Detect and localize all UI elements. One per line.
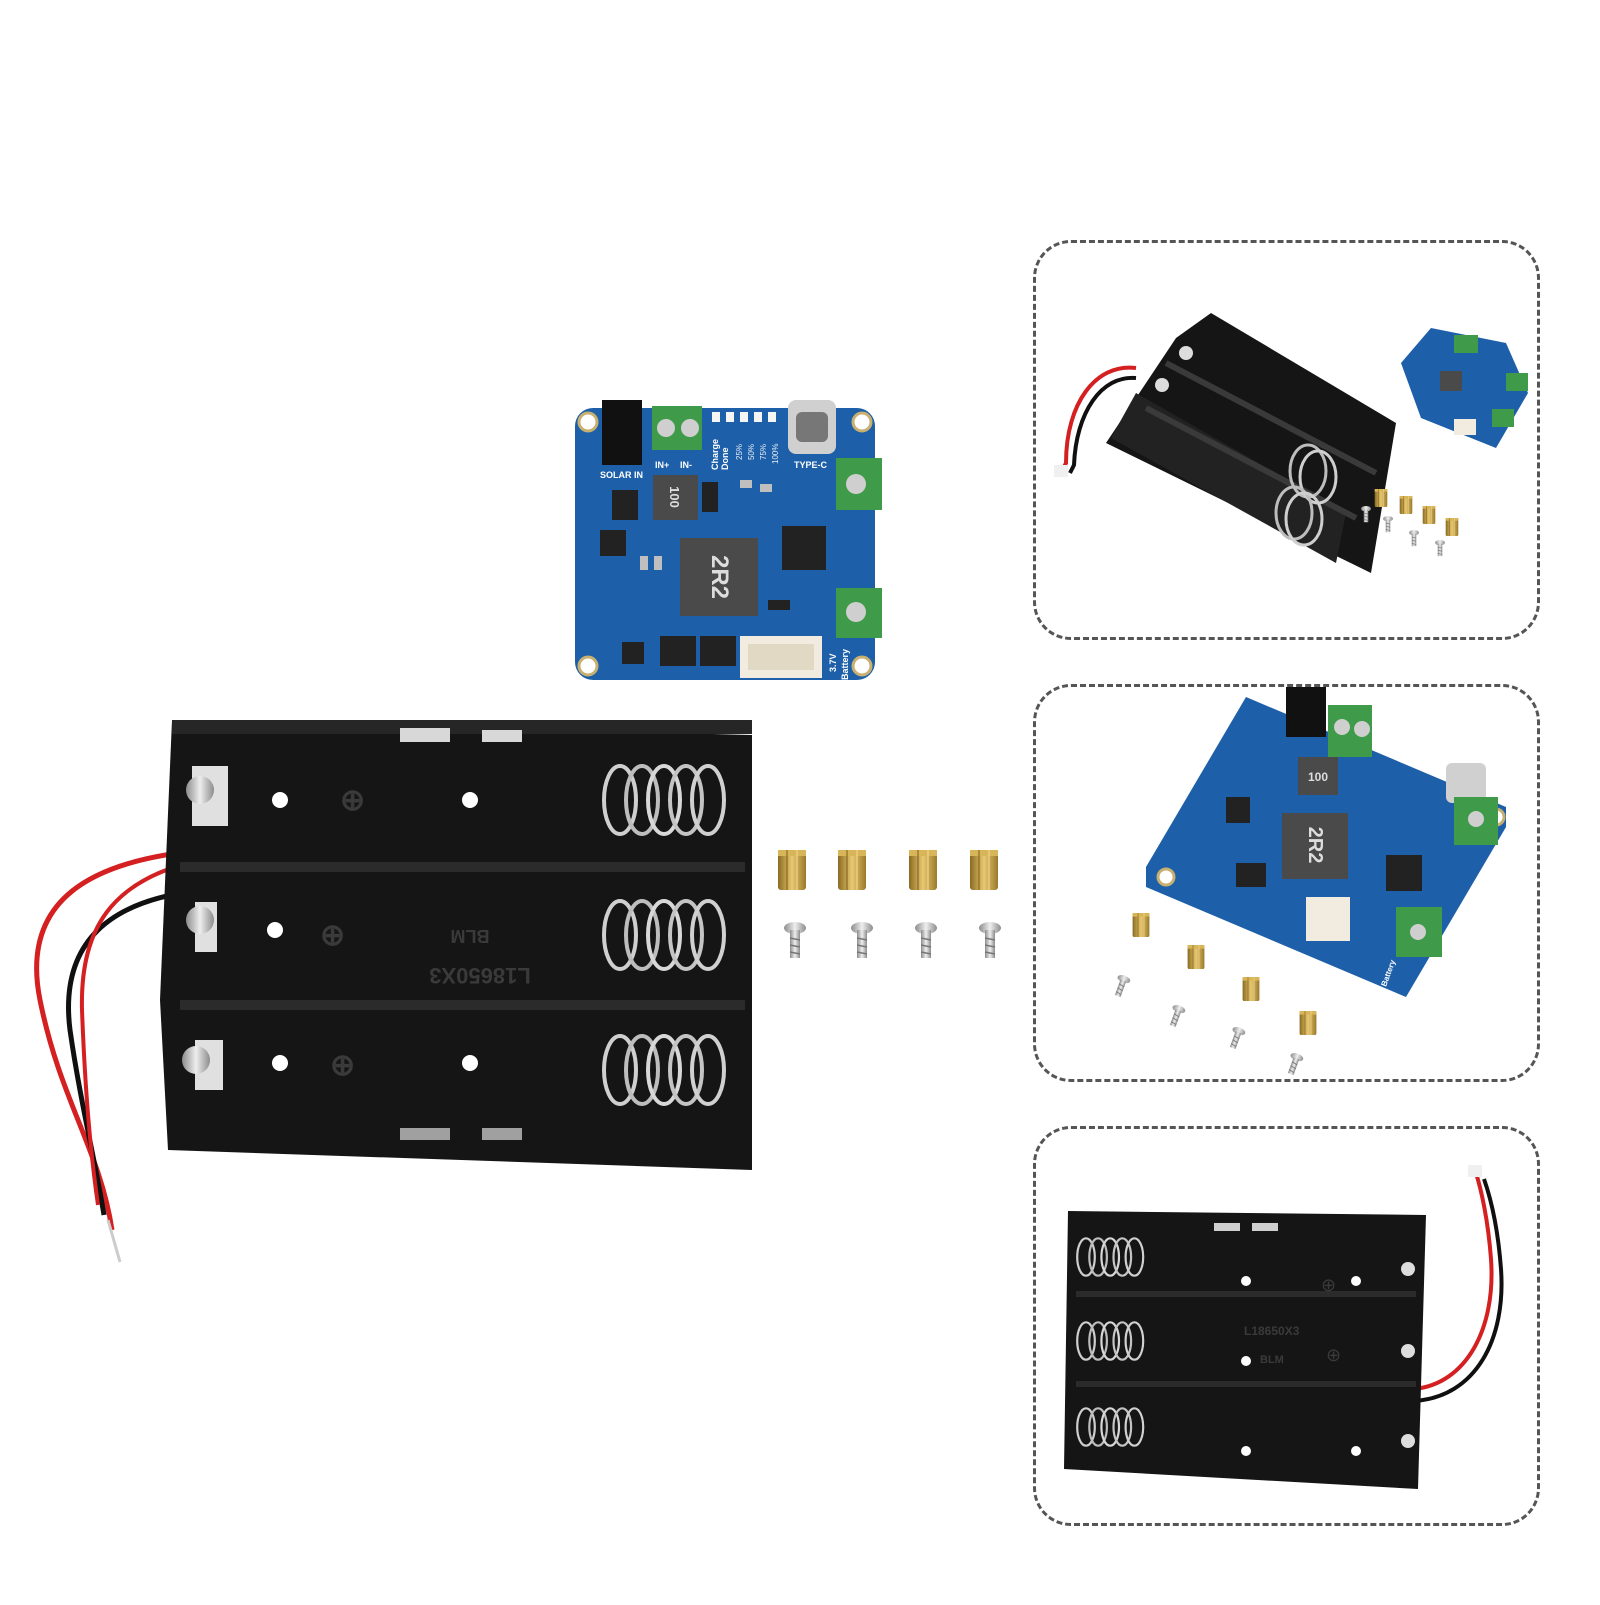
svg-text:⊕: ⊕: [330, 1049, 355, 1082]
svg-text:⊕: ⊕: [340, 784, 365, 817]
label-in-minus: IN-: [680, 460, 692, 470]
inductor-large: 2R2: [706, 555, 733, 599]
label-solar-in: SOLAR IN: [600, 470, 643, 480]
label-50: 50%: [747, 444, 756, 460]
thumbnail-panel-2: 100 2R2 Battery: [1033, 684, 1540, 1082]
label-75: 75%: [759, 444, 768, 460]
thumbnail-scene-2: 100 2R2 Battery: [1111, 687, 1506, 1077]
thumbnail-scene-3: ⊕ ⊕ L18650X3 BLM: [1064, 1165, 1504, 1489]
label-100: 100%: [771, 444, 780, 464]
pcb-board-icon: 100 2R2 SOLAR IN IN+ IN- Charge: [575, 400, 882, 680]
standoff-icon: [777, 849, 999, 891]
screw-icon: [783, 921, 1002, 959]
svg-text:⊕: ⊕: [320, 919, 345, 952]
label-done: Done: [720, 448, 730, 471]
holder-model: L18650X3: [429, 963, 531, 988]
thumbnail-panel-3: ⊕ ⊕ L18650X3 BLM: [1033, 1126, 1540, 1526]
battery-holder-icon: ⊕ ⊕ ⊕ BLM L18650X3: [160, 720, 752, 1170]
label-typec: TYPE-C: [794, 460, 828, 470]
wire-leads: [34, 847, 206, 1263]
label-in-plus: IN+: [655, 460, 669, 470]
label-25: 25%: [735, 444, 744, 460]
svg-text:⊕: ⊕: [1326, 1345, 1341, 1365]
thumb-inductor-large: 2R2: [1304, 827, 1326, 864]
thumb-inductor-small: 100: [1308, 770, 1328, 784]
svg-text:⊕: ⊕: [1321, 1275, 1336, 1295]
thumb-holder-model: L18650X3: [1244, 1324, 1300, 1338]
thumbnail-scene-1: [1054, 313, 1528, 573]
thumb-holder-brand: BLM: [1260, 1354, 1284, 1366]
thumbnail-panel-1: [1033, 240, 1540, 640]
label-charge: Charge: [710, 439, 720, 470]
inductor-small: 100: [667, 486, 682, 508]
label-3-7v: 3.7V: [828, 653, 838, 672]
holder-brand: BLM: [451, 926, 490, 946]
label-battery: Battery: [840, 649, 850, 680]
